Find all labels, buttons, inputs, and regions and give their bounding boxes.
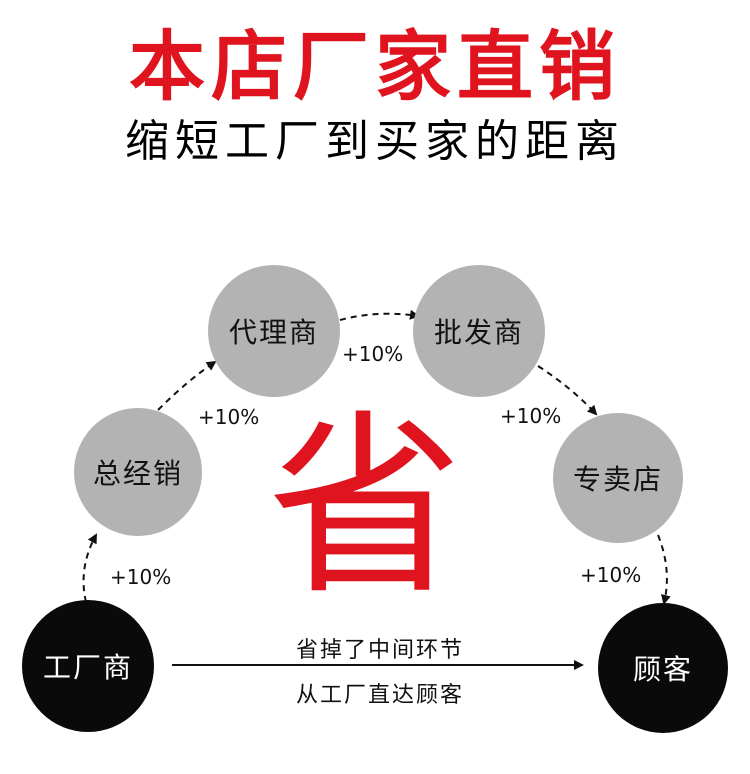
connector-store-to-customer [657,534,671,605]
node-customer-label: 顾客 [632,653,693,686]
connector-wholesaler-to-store [537,365,598,416]
node-wholesaler: 批发商 [413,265,545,397]
node-agent-label: 代理商 [228,316,319,349]
node-retail-store: 专卖店 [553,413,683,543]
direct-route-line1: 省掉了中间环节 [295,638,464,663]
page-subtitle: 缩短工厂到买家的距离 [125,116,625,167]
connector-general-to-agent [157,360,217,411]
node-wholesaler-label: 批发商 [433,316,524,349]
page-title: 本店厂家直销 [129,22,621,111]
node-agent: 代理商 [208,265,340,397]
markup-agent-to-wholesaler: +10% [342,342,404,366]
markup-factory-to-general: +10% [110,565,172,589]
connector-factory-to-general [82,533,97,603]
node-factory-label: 工厂商 [42,651,133,684]
save-character: 省 [266,394,463,622]
markup-store-to-customer: +10% [580,563,642,587]
node-general-distributor: 总经销 [74,408,202,536]
node-customer: 顾客 [598,603,728,733]
node-retail-store-label: 专卖店 [572,463,663,496]
node-general-distributor-label: 总经销 [92,457,183,490]
node-factory: 工厂商 [22,600,154,732]
markup-wholesaler-to-store: +10% [500,404,562,428]
connector-agent-to-wholesaler [339,309,420,321]
markup-general-to-agent: +10% [198,405,260,429]
direct-route-line2: 从工厂直达顾客 [295,683,464,708]
